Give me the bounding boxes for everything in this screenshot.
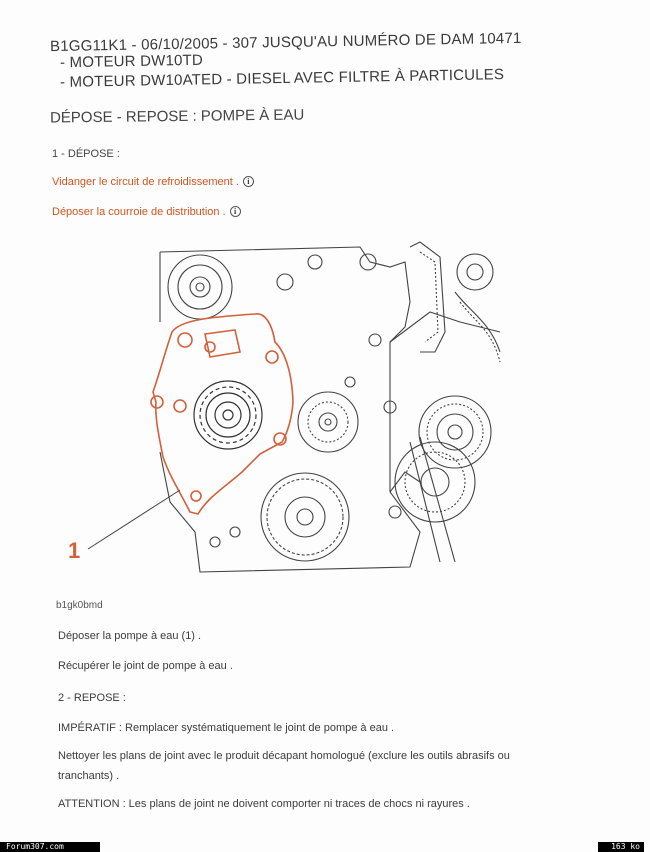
water-pump-diagram: 1 bbox=[68, 241, 501, 573]
depose-heading: 1 - DÉPOSE : bbox=[52, 148, 120, 160]
cleaning-instruction: Nettoyer les plans de joint avec le prod… bbox=[58, 750, 510, 782]
page-title: DÉPOSE - REPOSE : POMPE À EAU bbox=[49, 106, 305, 127]
document-reference-line: B1GG11K1 - 06/10/2005 - 307 JUSQU'AU NUM… bbox=[49, 29, 522, 56]
drain-coolant-link[interactable]: Vidanger le circuit de refroidissement . bbox=[52, 176, 239, 188]
info-icon[interactable]: i bbox=[229, 206, 241, 217]
engine-line-1: - MOTEUR DW10TD bbox=[59, 51, 204, 72]
idler-pulley bbox=[297, 391, 359, 453]
info-icon[interactable]: i bbox=[242, 176, 254, 187]
water-pump-sprocket bbox=[193, 380, 263, 450]
callout-leader-line bbox=[87, 489, 181, 550]
figure-caption: b1gk0bmd bbox=[56, 600, 103, 611]
engine-block-outline bbox=[159, 246, 421, 573]
remove-timing-belt-link[interactable]: Déposer la courroie de distribution . bbox=[52, 206, 226, 218]
imperative-note: IMPÉRATIF : Remplacer systématiquement l… bbox=[58, 722, 395, 734]
water-pump-housing bbox=[150, 313, 294, 515]
step-remove-pump: Déposer la pompe à eau (1) . bbox=[58, 630, 202, 642]
repose-heading: 2 - REPOSE : bbox=[58, 692, 126, 704]
callout-number: 1 bbox=[68, 538, 80, 563]
step-drain-coolant: Vidanger le circuit de refroidissement .… bbox=[52, 176, 254, 188]
footer-file-size: 163 ko bbox=[598, 842, 644, 852]
crankshaft-sprocket bbox=[260, 472, 350, 562]
camshaft-pulley bbox=[418, 395, 492, 469]
footer-source-label: Forum307.com bbox=[0, 842, 100, 852]
attention-note: ATTENTION : Les plans de joint ne doiven… bbox=[58, 798, 470, 810]
step-remove-belt: Déposer la courroie de distribution .i bbox=[52, 206, 241, 218]
step-recover-seal: Récupérer le joint de pompe à eau . bbox=[58, 660, 233, 672]
